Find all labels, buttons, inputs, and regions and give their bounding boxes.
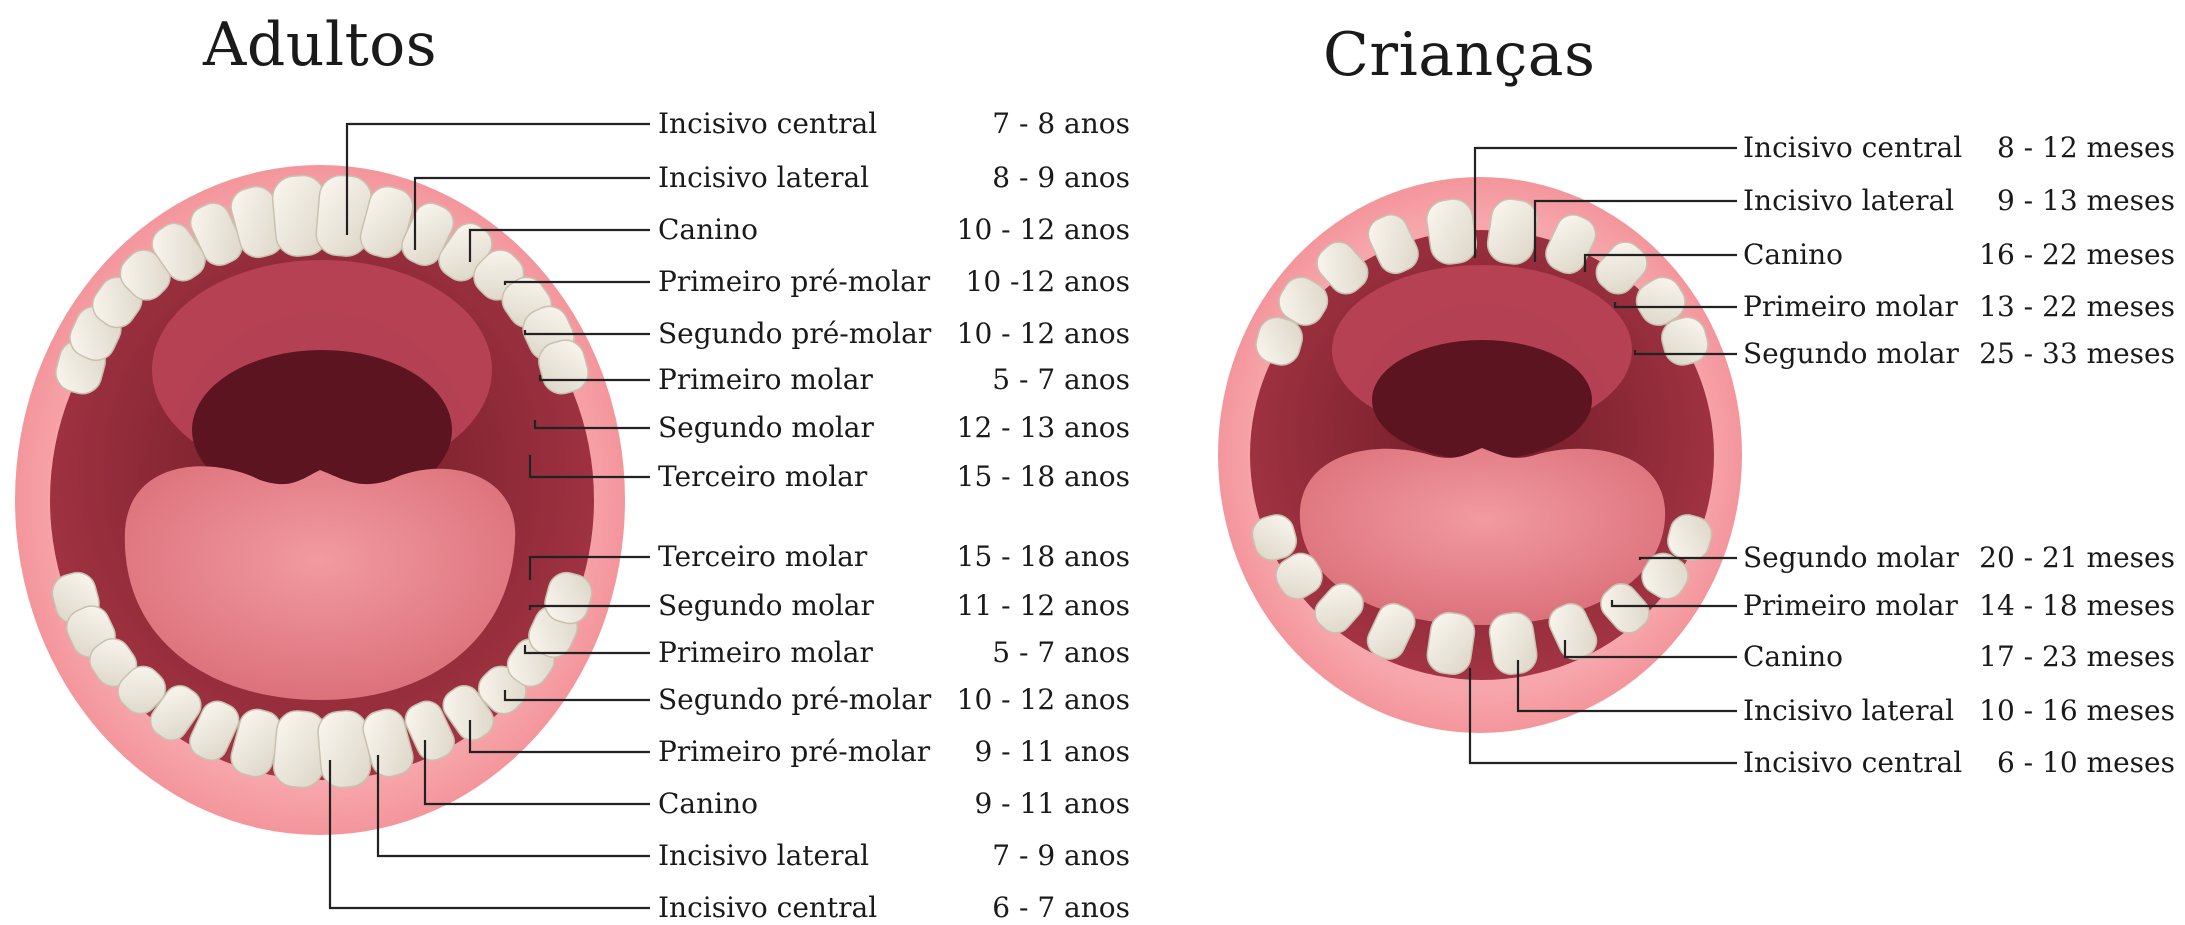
tooth [316,709,372,789]
eruption-age-label: 10 - 16 meses [1979,694,2175,728]
eruption-age-label: 13 - 22 meses [1979,290,2175,324]
tooth-name-label: Canino [1743,238,1843,272]
tooth-name-label: Segundo pré-molar [658,683,931,717]
eruption-age-label: 16 - 22 meses [1979,238,2175,272]
eruption-age-label: 9 - 11 anos [974,787,1130,821]
eruption-age-label: 6 - 10 meses [1997,746,2175,780]
eruption-age-label: 9 - 11 anos [974,735,1130,769]
tooth-name-label: Canino [658,213,758,247]
tooth-name-label: Primeiro molar [1743,290,1958,324]
eruption-age-label: 17 - 23 meses [1979,640,2175,674]
eruption-age-label: 5 - 7 anos [992,363,1130,397]
eruption-age-label: 9 - 13 meses [1997,184,2175,218]
tooth-name-label: Incisivo central [1743,131,1962,165]
eruption-age-label: 10 -12 anos [966,265,1130,299]
tooth-name-label: Terceiro molar [658,460,867,494]
tooth-name-label: Incisivo central [658,891,877,925]
tooth-name-label: Incisivo lateral [1743,184,1954,218]
eruption-age-label: 15 - 18 anos [957,460,1130,494]
tooth-name-label: Terceiro molar [658,540,867,574]
tooth-name-label: Primeiro molar [658,363,873,397]
eruption-age-label: 6 - 7 anos [992,891,1130,925]
tooth-name-label: Segundo pré-molar [658,317,931,351]
eruption-age-label: 14 - 18 meses [1979,589,2175,623]
eruption-age-label: 15 - 18 anos [957,540,1130,574]
adult-mouth-illustration [15,165,625,835]
eruption-age-label: 10 - 12 anos [957,317,1130,351]
eruption-age-label: 12 - 13 anos [957,411,1130,445]
tooth-name-label: Primeiro pré-molar [658,265,930,299]
tooth-name-label: Incisivo lateral [658,839,869,873]
eruption-age-label: 20 - 21 meses [1979,541,2175,575]
tooth-name-label: Canino [1743,640,1843,674]
tooth-name-label: Incisivo lateral [1743,694,1954,728]
tooth-name-label: Incisivo central [658,107,877,141]
eruption-age-label: 10 - 12 anos [957,683,1130,717]
tooth-name-label: Primeiro molar [658,636,873,670]
tooth-name-label: Canino [658,787,758,821]
child-mouth-illustration [1218,177,1742,733]
eruption-age-label: 5 - 7 anos [992,636,1130,670]
tooth-name-label: Segundo molar [1743,337,1959,371]
eruption-age-label: 8 - 12 meses [1997,131,2175,165]
eruption-age-label: 8 - 9 anos [992,161,1130,195]
tooth-name-label: Incisivo central [1743,746,1962,780]
tooth-name-label: Primeiro pré-molar [658,735,930,769]
eruption-age-label: 25 - 33 meses [1979,337,2175,371]
tooth-name-label: Segundo molar [658,411,874,445]
eruption-age-label: 11 - 12 anos [957,589,1130,623]
eruption-age-label: 7 - 9 anos [992,839,1130,873]
tooth-name-label: Primeiro molar [1743,589,1958,623]
tooth-name-label: Segundo molar [1743,541,1959,575]
tooth-name-label: Incisivo lateral [658,161,869,195]
child-throat [1372,340,1592,460]
tooth-name-label: Segundo molar [658,589,874,623]
eruption-age-label: 10 - 12 anos [957,213,1130,247]
eruption-age-label: 7 - 8 anos [992,107,1130,141]
